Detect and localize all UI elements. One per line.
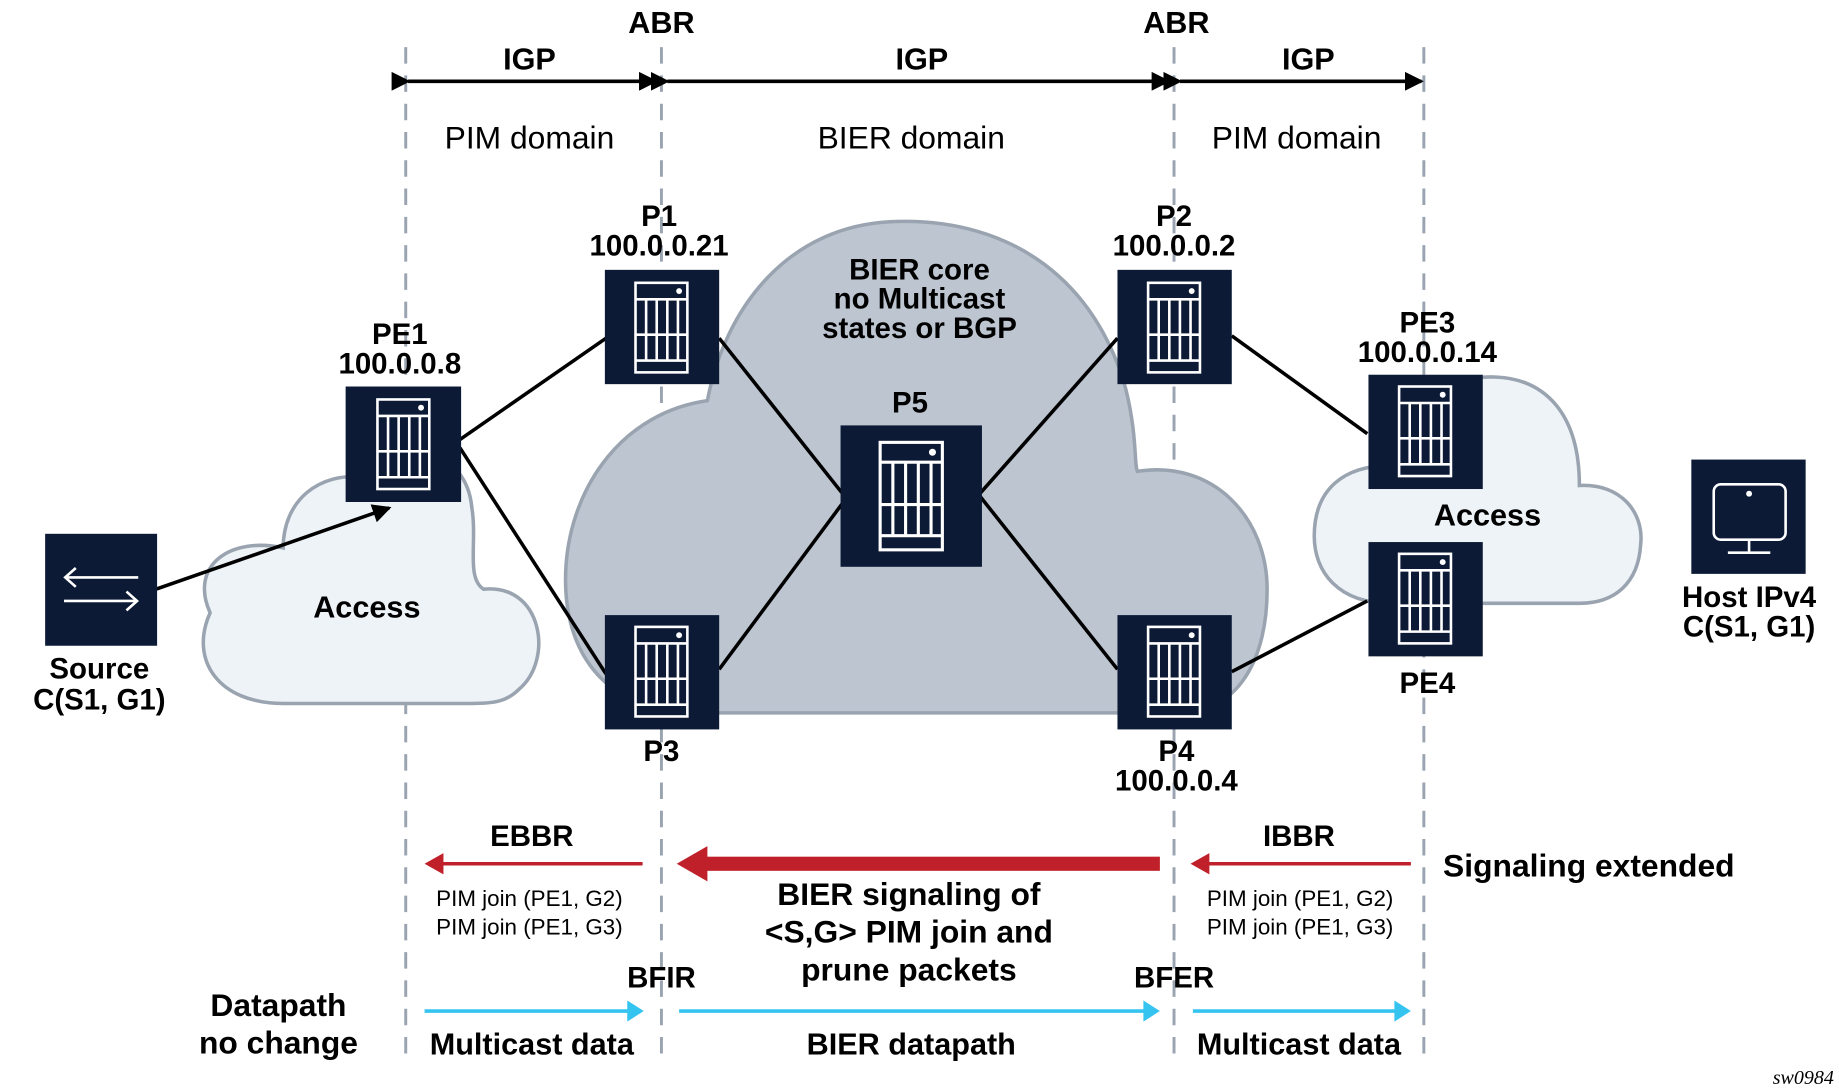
multicast-data-label-left: Multicast data (430, 1028, 635, 1062)
pe1-label: PE1 (372, 318, 428, 351)
link-source-pe1 (155, 504, 392, 591)
igp-label-left: IGP (503, 43, 556, 77)
link-p4-p5 (979, 496, 1119, 671)
igp-label-center: IGP (895, 43, 948, 77)
domain-label-pim-left: PIM domain (445, 119, 615, 155)
pe3-label: PE3 (1400, 306, 1456, 339)
link-p3-p5 (717, 503, 844, 671)
p1-label: P1 (641, 200, 677, 233)
pe4-node[interactable] (1368, 542, 1483, 657)
link-pe1-p1 (458, 336, 608, 441)
figure-id: sw0984 (1773, 1067, 1834, 1089)
pe4-label: PE4 (1400, 667, 1456, 700)
core-cloud-label-line1: BIER core (849, 253, 990, 286)
ibbr-arrow (1190, 853, 1411, 875)
core-cloud-label-line2: no Multicast (834, 283, 1006, 316)
link-p2-pe3 (1230, 334, 1369, 436)
host-node[interactable] (1691, 459, 1806, 574)
left-join-1: PIM join (PE1, G2) (436, 886, 623, 911)
pe1-node[interactable] (345, 386, 462, 502)
host-sub-label: C(S1, G1) (1683, 610, 1816, 643)
host-label: Host IPv4 (1682, 581, 1817, 614)
multicast-arrow-left (424, 1000, 644, 1022)
switch-icon (63, 567, 140, 612)
p3-label: P3 (643, 735, 679, 768)
pe1-ip: 100.0.0.8 (338, 348, 461, 381)
multicast-data-label-right: Multicast data (1197, 1028, 1402, 1062)
bier-signaling-line3: prune packets (801, 951, 1017, 987)
p1-node[interactable] (604, 269, 720, 385)
p5-node[interactable] (840, 425, 982, 567)
abr-label-left: ABR (628, 6, 694, 40)
p2-label: P2 (1156, 200, 1192, 233)
p2-node[interactable] (1117, 269, 1232, 385)
bier-datapath-arrow (679, 1000, 1160, 1022)
pe3-ip: 100.0.0.14 (1358, 336, 1498, 369)
monitor-icon (1712, 483, 1787, 554)
p3-node[interactable] (604, 615, 720, 730)
p4-node[interactable] (1117, 615, 1232, 730)
link-p1-p5 (717, 337, 844, 494)
domain-label-bier: BIER domain (818, 119, 1005, 155)
p4-label: P4 (1158, 735, 1195, 768)
bfir-label: BFIR (627, 961, 696, 994)
p2-ip: 100.0.0.2 (1113, 230, 1236, 263)
p5-label: P5 (892, 386, 928, 419)
bier-signaling-line1: BIER signaling of (777, 876, 1041, 912)
source-node[interactable] (45, 533, 158, 646)
bier-datapath-label: BIER datapath (807, 1028, 1016, 1062)
bier-signaling-line2: <S,G> PIM join and (765, 914, 1053, 950)
signaling-extended-label: Signaling extended (1443, 848, 1735, 884)
p1-ip: 100.0.0.21 (590, 230, 729, 263)
igp-label-right: IGP (1282, 43, 1335, 77)
domain-label-pim-right: PIM domain (1212, 119, 1382, 155)
link-p2-p5 (979, 337, 1119, 494)
multicast-arrow-right (1192, 1000, 1411, 1022)
left-join-2: PIM join (PE1, G3) (436, 914, 623, 939)
pe3-node[interactable] (1368, 374, 1483, 490)
ibbr-label: IBBR (1263, 820, 1335, 853)
ebbr-label: EBBR (490, 820, 573, 853)
datapath-side-label-1: Datapath (210, 987, 346, 1023)
ebbr-arrow (424, 853, 643, 875)
right-join-2: PIM join (PE1, G3) (1207, 914, 1394, 939)
datapath-side-label-2: no change (199, 1024, 358, 1060)
access-label-right: Access (1434, 499, 1541, 533)
source-sub-label: C(S1, G1) (33, 683, 166, 716)
link-pe1-p3 (458, 446, 608, 675)
core-cloud-label-line3: states or BGP (822, 312, 1017, 345)
link-p4-pe4 (1230, 599, 1369, 674)
right-join-1: PIM join (PE1, G2) (1207, 886, 1394, 911)
bfer-label: BFER (1134, 961, 1214, 994)
p4-ip: 100.0.0.4 (1115, 765, 1238, 798)
access-label-left: Access (313, 590, 420, 624)
source-label: Source (49, 653, 149, 686)
bier-signaling-arrow (676, 846, 1160, 882)
abr-label-right: ABR (1143, 6, 1209, 40)
